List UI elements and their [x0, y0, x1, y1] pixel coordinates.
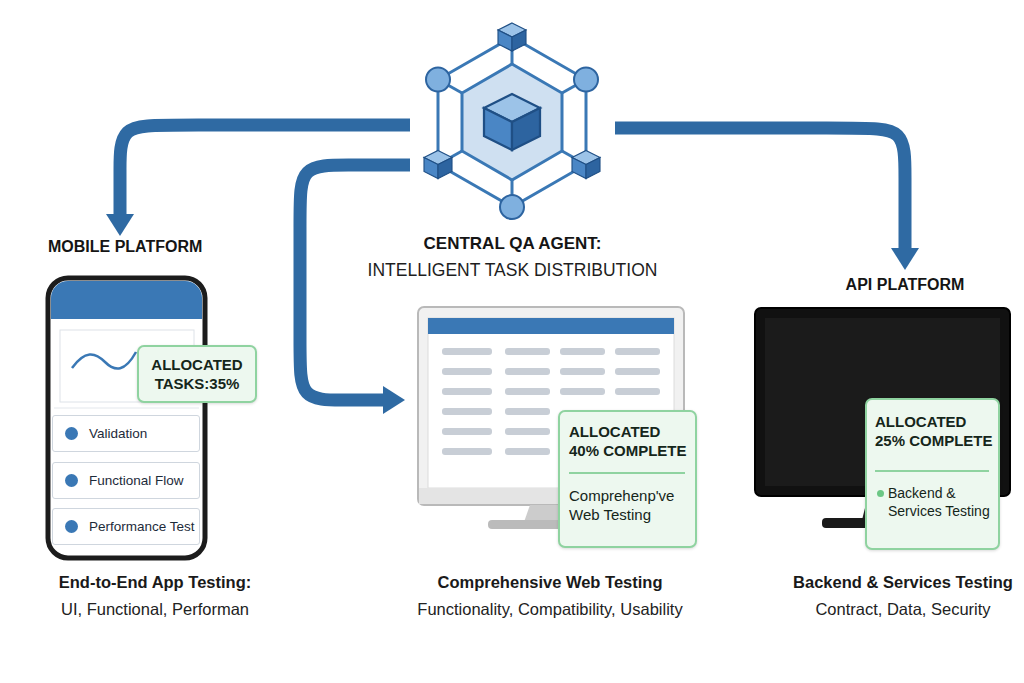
bullet-dot: [65, 427, 78, 440]
web-table-bar: [442, 408, 492, 415]
web-table-bar: [615, 388, 660, 395]
hub-inner-hexagon: [462, 64, 562, 180]
bullet-dot: [877, 490, 884, 497]
hub-heading: CENTRAL QA AGENT:: [350, 234, 675, 254]
hub-node-circle: [426, 68, 450, 92]
allocation-badge: ALLOCATED TASKS:35%: [137, 345, 257, 403]
platform-caption-detail: UI, Functional, Performan: [35, 600, 275, 619]
web-table-bar: [505, 348, 550, 355]
web-table-bar: [505, 368, 550, 375]
web-table-bar: [560, 348, 605, 355]
test-item-label: Validation: [89, 424, 199, 443]
web-platform: Comprehensive Web TestingFunctionality, …: [405, 302, 695, 622]
web-table-bar: [505, 408, 550, 415]
allocation-badge: ALLOCATED 40% COMPLETE Comprehenp've Web …: [558, 410, 697, 548]
hub-cube: [572, 151, 600, 179]
test-item-row: Validation: [52, 415, 200, 452]
platform-caption: Backend & Services Testing: [753, 573, 1024, 592]
allocation-badge: ALLOCATED 25% COMPLETE Backend & Services…: [865, 398, 1000, 550]
allocation-detail: Backend & Services Testing: [888, 484, 998, 520]
hub-cube: [484, 94, 540, 150]
platform-caption-detail: Contract, Data, Security: [753, 600, 1024, 619]
test-item-row: Performance Test: [52, 508, 200, 545]
platform-caption-detail: Functionality, Compatibility, Usability: [380, 600, 720, 619]
allocation-text: ALLOCATED 40% COMPLETE: [569, 422, 691, 460]
web-browser-bar: [428, 318, 674, 334]
web-table-bar: [442, 428, 492, 435]
allocation-text: ALLOCATED 25% COMPLETE: [875, 412, 997, 450]
web-table-bar: [442, 368, 492, 375]
web-table-bar: [615, 348, 660, 355]
flow-arrow: [615, 128, 905, 248]
platform-heading: MOBILE PLATFORM: [48, 238, 258, 256]
web-table-bar: [442, 448, 492, 455]
api-platform: API PLATFORMBackend & Services TestingCo…: [745, 270, 1020, 625]
web-table-bar: [615, 368, 660, 375]
hub-agent: CENTRAL QA AGENT:INTELLIGENT TASK DISTRI…: [410, 20, 615, 232]
web-table-bar: [505, 388, 550, 395]
phone-chart-line: [72, 352, 136, 369]
web-table-bar: [442, 388, 492, 395]
bullet-dot: [65, 474, 78, 487]
test-item-label: Functional Flow: [89, 471, 199, 490]
hub-subheading: INTELLIGENT TASK DISTRIBUTION: [330, 260, 695, 281]
web-table-bar: [442, 348, 492, 355]
platform-caption: Comprehensive Web Testing: [400, 573, 700, 592]
phone-header: [51, 281, 202, 319]
hub-cube: [424, 151, 452, 179]
mobile-platform: MOBILE PLATFORMEnd-to-End App Testing:UI…: [40, 236, 265, 624]
hub-node-circle: [500, 195, 524, 219]
platform-heading: API PLATFORM: [785, 276, 1024, 294]
badge-divider: [569, 472, 685, 474]
web-table-bar: [505, 448, 550, 455]
phone-header: [51, 300, 202, 319]
web-table-bar: [505, 428, 550, 435]
test-item-row: Functional Flow: [52, 462, 200, 499]
hub-node-circle: [574, 68, 598, 92]
phone-separator: [54, 408, 199, 409]
bullet-dot: [65, 520, 78, 533]
badge-divider: [875, 470, 989, 472]
test-item-label: Performance Test: [89, 517, 199, 536]
platform-caption: End-to-End App Testing:: [35, 573, 275, 592]
phone-frame: [48, 278, 205, 558]
hub-cube: [498, 23, 526, 51]
web-table-bar: [560, 368, 605, 375]
flow-arrow: [300, 165, 410, 400]
allocation-detail: Comprehenp've Web Testing: [569, 486, 687, 524]
allocation-text: ALLOCATED TASKS:35%: [141, 355, 253, 393]
hub-outer-hexagon: [438, 37, 586, 207]
web-table-bar: [560, 388, 605, 395]
